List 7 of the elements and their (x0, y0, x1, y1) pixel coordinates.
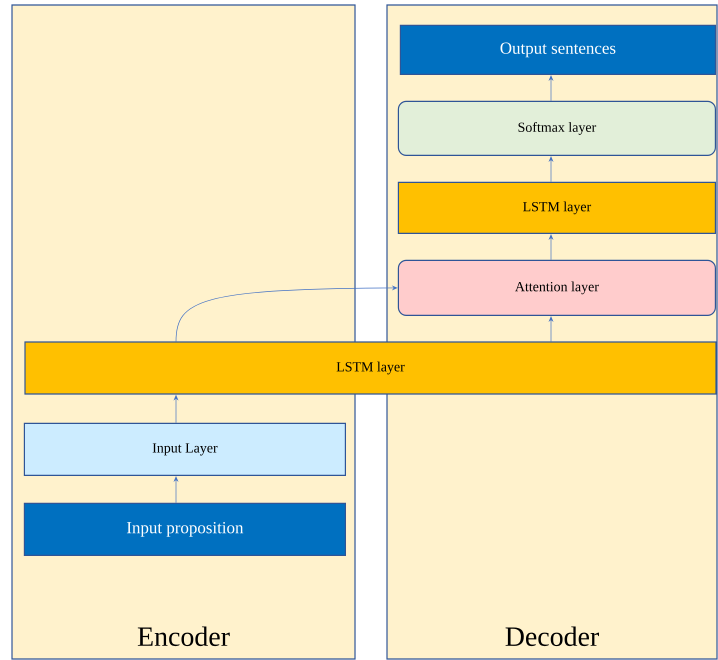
layer-box: Attention layer (398, 260, 716, 316)
layer-box: Softmax layer (398, 100, 716, 156)
layer-box: Input Layer (24, 422, 346, 476)
layer-box: LSTM layer (24, 341, 717, 395)
layer-box: LSTM layer (398, 182, 716, 234)
output-box: Output sentences (400, 24, 716, 75)
input-box: Input proposition (24, 502, 346, 556)
